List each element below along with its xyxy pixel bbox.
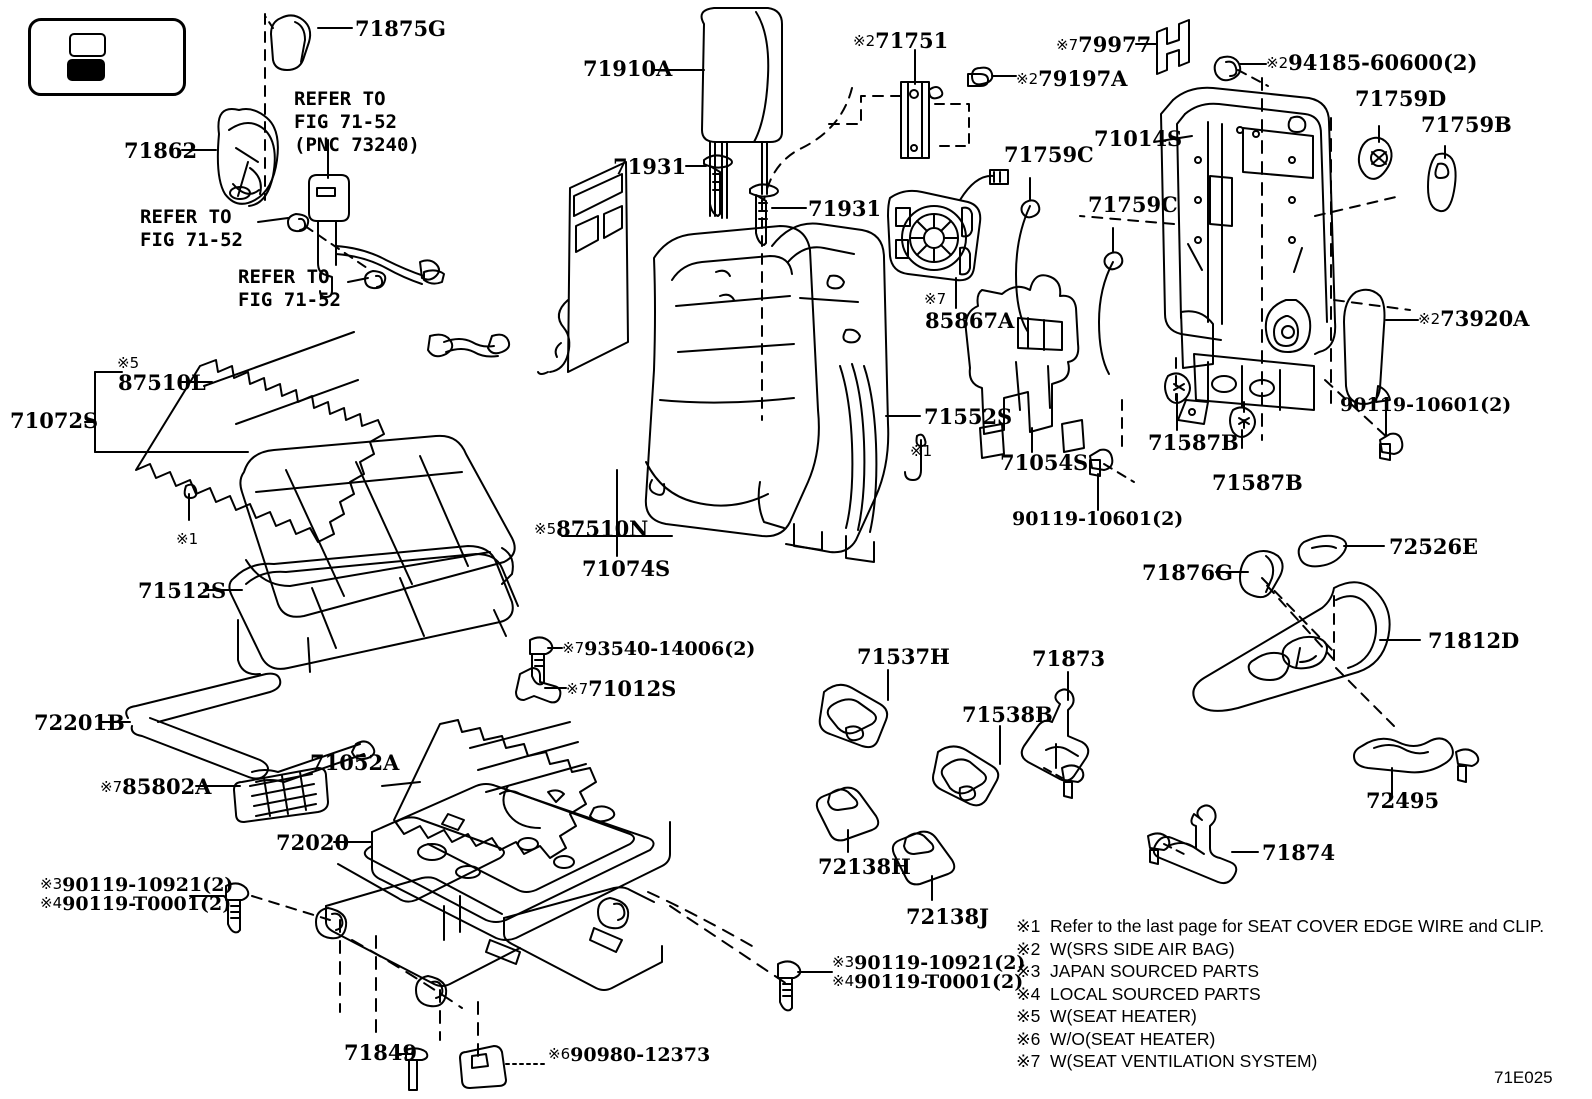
note-mark-1-seat-cushion: ※1 [176, 530, 199, 548]
part-label-71759B: 71759B [1421, 112, 1512, 137]
legend-key-1: ※1 [1016, 916, 1041, 936]
legend-text-3: JAPAN SOURCED PARTS [1050, 961, 1260, 981]
note-mark-3-90119-bl: ※3 [40, 875, 63, 893]
note-mark-7-85802A: ※7 [100, 778, 123, 796]
note-mark-2-79197A: ※2 [1016, 70, 1039, 88]
note-mark-2-73920A: ※2 [1418, 310, 1441, 328]
note-mark-7-85867A: ※7 [924, 290, 947, 308]
part-label-71759C-a: 71759C [1004, 142, 1094, 167]
note-mark-7-93540: ※7 [562, 639, 585, 657]
note-mark-6-90980: ※6 [548, 1045, 571, 1063]
part-label-85867A: 85867A [925, 308, 1015, 333]
part-label-71587B-a: 71587B [1148, 430, 1239, 455]
part-label-71014S: 71014S [1094, 126, 1183, 151]
legend-row-4: ※4 LOCAL SOURCED PARTS [1016, 983, 1544, 1006]
legend-text-2: W(SRS SIDE AIR BAG) [1050, 938, 1235, 959]
legend-text-1: Refer to the last page for SEAT COVER ED… [1050, 916, 1545, 936]
part-label-90119-bottom-left: ※390119-10921(2) ※490119-T0001(2) [40, 874, 234, 915]
part-label-87510N: ※587510N [534, 516, 649, 541]
key-filled-shape [67, 59, 105, 81]
legend-text-7: W(SEAT VENTILATION SYSTEM) [1050, 1051, 1318, 1071]
note-mark-5-87510N: ※5 [534, 520, 557, 538]
part-label-71931-a: 71931 [613, 154, 687, 179]
legend-key-6: ※6 [1016, 1028, 1041, 1049]
part-label-90119-bottom-center: ※390119-10921(2) ※490119-T0001(2) [832, 952, 1026, 993]
part-label-71012S: ※771012S [566, 676, 677, 701]
legend-text-6: W/O(SEAT HEATER) [1050, 1028, 1216, 1049]
part-label-71759D: 71759D [1355, 86, 1447, 111]
part-label-71751: ※271751 [853, 28, 949, 53]
part-label-71538B: 71538B [962, 702, 1053, 727]
part-label-71759C-b: 71759C [1088, 192, 1178, 217]
refer-note-fig7152-b: REFER TO FIG 71-52 [238, 266, 341, 312]
figure-code: 71E025 [1494, 1068, 1553, 1087]
part-label-71537H: 71537H [857, 644, 950, 669]
part-label-79197A: ※279197A [1016, 66, 1128, 91]
part-label-87510L: 87510L [118, 370, 206, 395]
seat-position-key-icon [28, 18, 186, 96]
part-label-71072S: 71072S [10, 408, 99, 433]
note-mark-2-71751: ※2 [853, 32, 876, 50]
note-mark-7-79977: ※7 [1056, 36, 1079, 54]
part-label-71876G: 71876G [1142, 560, 1233, 585]
note-mark-1-71552S: ※1 [910, 442, 933, 460]
part-label-93540-14006: ※793540-14006(2) [562, 638, 756, 660]
part-label-72020: 72020 [276, 830, 350, 855]
part-label-71587B-b: 71587B [1212, 470, 1303, 495]
part-label-71931-b: 71931 [808, 196, 882, 221]
refer-note-pnc73240: REFER TO FIG 71-52 (PNC 73240) [294, 88, 420, 157]
legend-row-2: ※2 W(SRS SIDE AIR BAG) [1016, 938, 1544, 961]
part-label-71849: 71849 [344, 1040, 418, 1065]
legend-text-4: LOCAL SOURCED PARTS [1050, 983, 1261, 1004]
part-label-72201B: 72201B [34, 710, 125, 735]
note-mark-2-94185: ※2 [1266, 54, 1289, 72]
note-mark-3-90119-bc: ※3 [832, 953, 855, 971]
key-outline-shape [69, 33, 106, 57]
part-label-73920A: ※273920A [1418, 306, 1530, 331]
part-label-79977: ※779977 [1056, 32, 1152, 57]
part-label-94185-60600: ※294185-60600(2) [1266, 50, 1478, 75]
refer-note-fig7152-a: REFER TO FIG 71-52 [140, 206, 243, 252]
note-mark-4-90119-bl: ※4 [40, 894, 63, 912]
part-label-90119-10601-right: 90119-10601(2) [1340, 394, 1512, 416]
part-label-72138J: 72138J [906, 904, 989, 929]
part-label-72526E: 72526E [1389, 534, 1479, 559]
legend-text-5: W(SEAT HEATER) [1050, 1006, 1197, 1026]
part-label-71874: 71874 [1262, 840, 1336, 865]
part-label-71512S: 71512S [138, 578, 227, 603]
part-label-71910A: 71910A [583, 56, 673, 81]
part-label-71074S: 71074S [582, 556, 671, 581]
legend-block: ※1 Refer to the last page for SEAT COVER … [1016, 915, 1544, 1073]
part-label-71054S: 71054S [1000, 450, 1089, 475]
part-label-71873: 71873 [1032, 646, 1106, 671]
part-label-71052A: 71052A [310, 750, 400, 775]
part-label-85802A: ※785802A [100, 774, 212, 799]
note-mark-7-71012S: ※7 [566, 680, 589, 698]
part-label-72138H: 72138H [818, 854, 911, 879]
part-label-71552S: 71552S [924, 404, 1013, 429]
legend-row-5: ※5 W(SEAT HEATER) [1016, 1005, 1544, 1028]
legend-row-6: ※6 W/O(SEAT HEATER) [1016, 1028, 1544, 1051]
legend-key-3: ※3 [1016, 961, 1041, 981]
part-label-71862: 71862 [124, 138, 198, 163]
part-label-71875G: 71875G [355, 16, 446, 41]
part-label-90119-10601-center: 90119-10601(2) [1012, 508, 1184, 530]
part-label-71812D: 71812D [1428, 628, 1520, 653]
legend-key-4: ※4 [1016, 983, 1041, 1004]
note-mark-5-87510L: ※5 [117, 354, 140, 372]
legend-row-7: ※7 W(SEAT VENTILATION SYSTEM) [1016, 1050, 1544, 1073]
part-label-72495: 72495 [1366, 788, 1440, 813]
legend-key-2: ※2 [1016, 938, 1041, 959]
legend-key-5: ※5 [1016, 1006, 1041, 1026]
legend-key-7: ※7 [1016, 1051, 1041, 1071]
legend-row-3: ※3 JAPAN SOURCED PARTS [1016, 960, 1544, 983]
note-mark-4-90119-bc: ※4 [832, 972, 855, 990]
part-label-90980-12373: ※690980-12373 [548, 1044, 711, 1066]
legend-row-1: ※1 Refer to the last page for SEAT COVER … [1016, 915, 1544, 938]
